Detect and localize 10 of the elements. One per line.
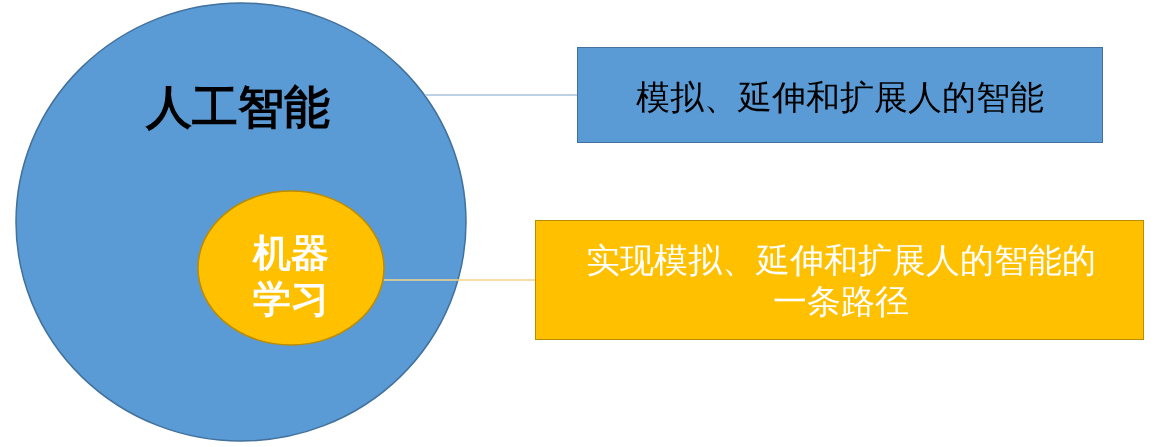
- inner-circle: [197, 190, 385, 346]
- circle-title: 机器学习: [253, 231, 329, 323]
- connector-line: [424, 94, 578, 96]
- connector-line: [383, 279, 536, 281]
- box-text: 实现模拟、延伸和扩展人的智能的一条路径: [585, 240, 1097, 322]
- box-text: 模拟、延伸和扩展人的智能: [636, 76, 1044, 118]
- definition-box: [577, 47, 1103, 143]
- description-box: [535, 220, 1144, 340]
- outer-circle: [15, 2, 467, 442]
- circle-title: 人工智能: [146, 80, 330, 136]
